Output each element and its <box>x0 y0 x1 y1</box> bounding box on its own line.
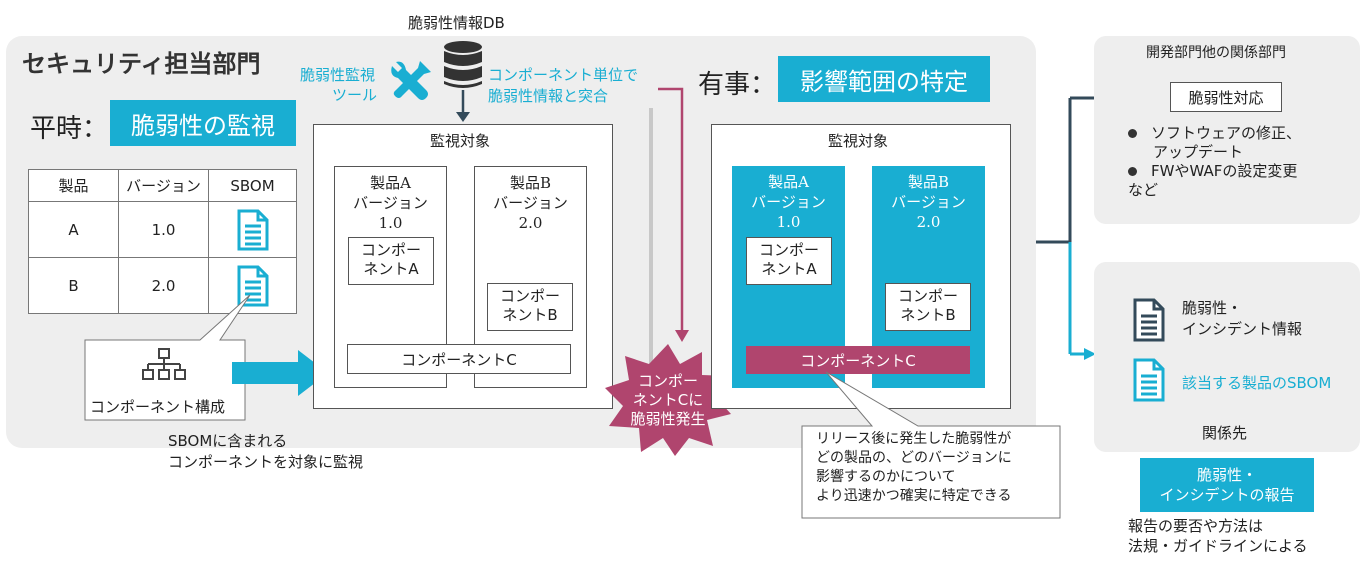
normal-time-tag: 脆弱性の監視 <box>110 100 296 146</box>
table-cell-product: B <box>28 257 119 314</box>
doc1-line1: 脆弱性・ <box>1182 299 1243 317</box>
component-b-line2: ネントB <box>502 306 558 324</box>
vuln-response-box: 脆弱性対応 <box>1170 82 1282 112</box>
product-a-version-label: バージョン <box>751 193 826 211</box>
product-b-version: 2.0 <box>518 214 543 232</box>
component-structure-label: コンポーネント構成 <box>90 398 226 416</box>
tool-label-line1: 脆弱性監視 <box>300 66 376 84</box>
vuln-db-label: 脆弱性情報DB <box>408 14 505 32</box>
table-cell-version: 2.0 <box>118 257 209 314</box>
table-row: A 1.0 <box>28 201 297 258</box>
product-a-name: 製品A <box>768 173 809 191</box>
product-b-name: 製品B <box>509 174 552 192</box>
product-a-version: 1.0 <box>378 214 403 232</box>
vulnerability-burst-text: コンポー ネントCに 脆弱性発生 <box>612 368 724 432</box>
burst-line3: 脆弱性発生 <box>630 409 706 428</box>
callout-line3: 影響するのかについて <box>816 469 956 485</box>
incident-tag: 影響範囲の特定 <box>778 56 990 102</box>
table-cell-version: 1.0 <box>118 201 209 258</box>
doc1-text: 脆弱性・ インシデント情報 <box>1182 298 1302 340</box>
doc2-text: 該当する製品のSBOM <box>1182 374 1332 392</box>
report-line1: 脆弱性・ <box>1196 466 1257 484</box>
vulnerability-path-arrow <box>658 87 689 342</box>
sbom-document-icon <box>237 265 268 306</box>
component-b-line1: コンポー <box>897 287 958 305</box>
tool-label-line2: ツール <box>332 86 378 104</box>
table-cell-sbom <box>208 257 297 314</box>
monitor-right-component-b: コンポー ネントB <box>885 283 971 331</box>
note-line2: 法規・ガイドラインによる <box>1128 537 1308 555</box>
document-icon <box>1133 298 1165 342</box>
related-title: 関係先 <box>1202 424 1248 442</box>
product-a-version: 1.0 <box>776 213 801 231</box>
callout-line1: リリース後に発生した脆弱性が <box>816 431 1012 447</box>
normal-time-label: 平時： <box>30 114 109 144</box>
table-row: B 2.0 <box>28 257 297 314</box>
table-header-version: バージョン <box>118 169 209 202</box>
table-cell-sbom <box>208 201 297 258</box>
monitor-left-title: 監視対象 <box>430 132 491 150</box>
component-b-line1: コンポー <box>499 287 560 305</box>
bullet1-line1: ソフトウェアの修正、 <box>1151 124 1302 142</box>
result-callout-shape <box>801 371 1061 519</box>
table-cell-product: A <box>28 201 119 258</box>
product-b-version-label: バージョン <box>891 193 966 211</box>
monitor-right-component-c: コンポーネントC <box>746 346 970 374</box>
product-b-name: 製品B <box>907 173 950 191</box>
note-line1: 報告の要否や方法は <box>1128 517 1264 535</box>
bullet1-line2: アップデート <box>1153 143 1244 161</box>
component-a-line1: コンポー <box>758 241 819 259</box>
product-b-version: 2.0 <box>916 213 941 231</box>
sbom-document-icon <box>237 209 268 250</box>
monitor-left-component-c: コンポーネントC <box>347 344 571 374</box>
table-header-product: 製品 <box>28 169 119 202</box>
bullet2-line2: など <box>1128 181 1159 199</box>
monitor-arrow <box>232 350 328 396</box>
monitor-left-component-a: コンポー ネントA <box>348 237 434 285</box>
report-line2: インシデントの報告 <box>1159 486 1295 504</box>
product-b-version-label: バージョン <box>493 194 568 212</box>
bullet-item: FWやWAFの設定変更 <box>1128 162 1301 181</box>
component-a-line2: ネントA <box>363 260 419 278</box>
dev-dept-title: 開発部門他の関係部門 <box>1146 45 1286 61</box>
tool-icon <box>391 61 431 100</box>
component-b-line2: ネントB <box>900 306 956 324</box>
product-table: 製品 バージョン SBOM A 1.0 B 2.0 <box>28 169 297 314</box>
monitor-right-component-a: コンポー ネントA <box>746 237 832 285</box>
match-label-line1: コンポーネント単位で <box>488 66 639 84</box>
product-a-name: 製品A <box>370 174 411 192</box>
monitor-left-component-b: コンポー ネントB <box>487 283 573 331</box>
bullet-item: ソフトウェアの修正、 <box>1128 124 1301 143</box>
match-label-line2: 脆弱性情報と突合 <box>488 87 609 105</box>
product-a-version-label: バージョン <box>353 194 428 212</box>
related-panel <box>1094 262 1360 452</box>
down-arrow <box>456 90 470 122</box>
component-a-line2: ネントA <box>761 260 817 278</box>
caption-line2: コンポーネントを対象に監視 <box>168 453 364 471</box>
sbom-document-icon <box>1133 358 1165 402</box>
table-header-sbom: SBOM <box>208 169 297 202</box>
database-icon <box>444 41 482 88</box>
divider <box>649 108 653 398</box>
callout-line2: どの製品の、どのバージョンに <box>816 450 1012 466</box>
callout-line4: より迅速かつ確実に特定できる <box>816 488 1012 504</box>
report-note: 報告の要否や方法は 法規・ガイドラインによる <box>1128 516 1308 556</box>
report-tag: 脆弱性・ インシデントの報告 <box>1140 458 1314 512</box>
doc1-line2: インシデント情報 <box>1182 320 1303 338</box>
burst-line1: コンポー <box>637 371 698 390</box>
component-a-line1: コンポー <box>360 241 421 259</box>
bullet2-line1: FWやWAFの設定変更 <box>1151 162 1298 180</box>
incident-label: 有事： <box>698 70 777 100</box>
caption-line1: SBOMに含まれる <box>168 432 288 450</box>
dev-dept-bullets: ソフトウェアの修正、 アップデート FWやWAFの設定変更 など <box>1128 124 1301 200</box>
result-callout-text: リリース後に発生した脆弱性が どの製品の、どのバージョンに 影響するのかについて… <box>816 430 1012 506</box>
burst-line2: ネントCに <box>632 390 704 409</box>
security-dept-title: セキュリティ担当部門 <box>22 50 261 78</box>
monitor-right-title: 監視対象 <box>828 132 889 150</box>
hierarchy-icon <box>142 348 186 380</box>
dev-dept-panel <box>1094 36 1360 224</box>
vulnerability-burst-shape <box>605 344 731 456</box>
